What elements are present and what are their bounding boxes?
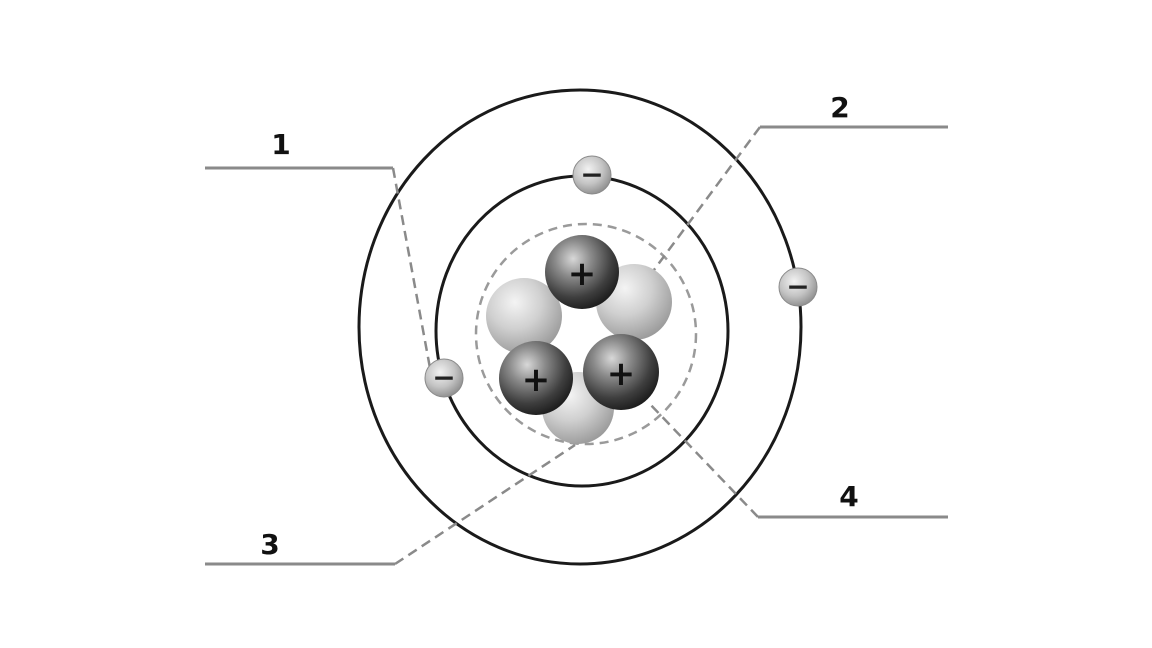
proton-sign: + (522, 360, 551, 400)
electron-sign: − (786, 270, 809, 303)
outer-electron-shell (357, 88, 803, 566)
electron: − (424, 358, 464, 398)
label-3: 3 (260, 528, 279, 561)
proton: + (583, 334, 659, 410)
leader-line-3-dashed (394, 443, 576, 566)
leader-line-1-dashed (391, 167, 432, 369)
proton-sign: + (607, 354, 636, 394)
label-2: 2 (830, 91, 849, 124)
electron-sign: − (432, 361, 455, 394)
proton: + (499, 341, 573, 415)
leader-lines (205, 125, 948, 566)
electron: − (572, 155, 612, 195)
electron-sign: − (580, 158, 603, 191)
neutron (486, 278, 562, 354)
nucleus: + + + (486, 235, 672, 444)
nucleus-boundary (474, 222, 698, 446)
electron: − (778, 267, 818, 307)
proton-sign: + (568, 254, 597, 294)
label-4: 4 (839, 480, 858, 513)
leader-line-4-dashed (647, 401, 759, 518)
proton: + (545, 235, 619, 309)
label-1: 1 (271, 128, 290, 161)
